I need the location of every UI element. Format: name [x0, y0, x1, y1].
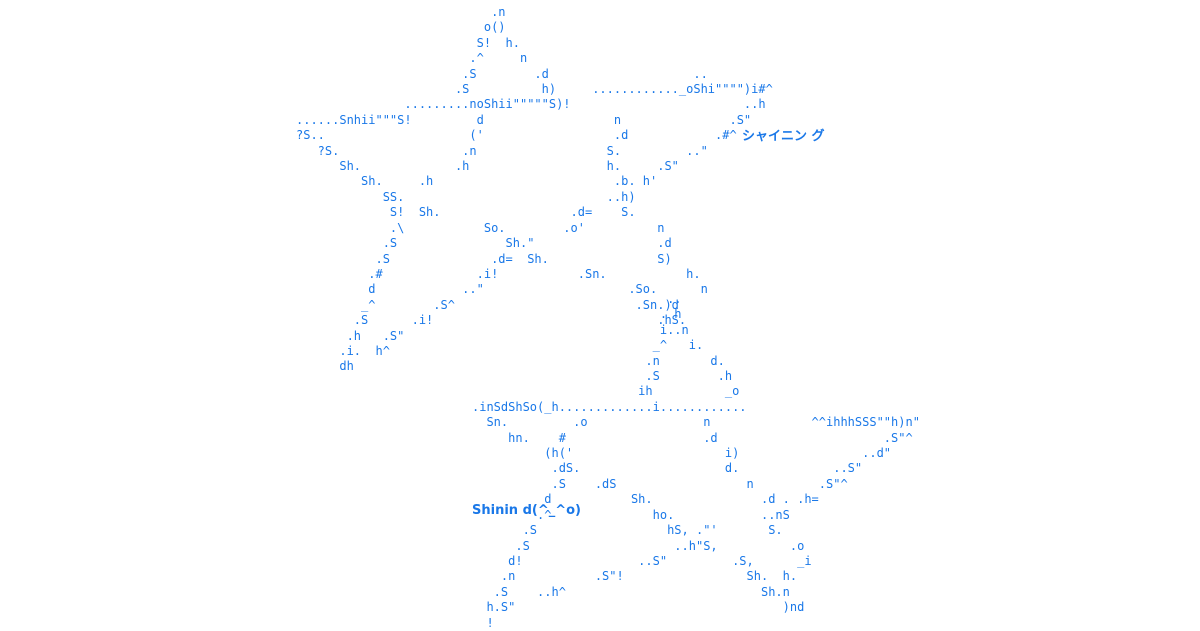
caption-shinin: Shinin d(^_^o)	[472, 503, 581, 518]
caption-katakana: シャイニン グ	[742, 129, 825, 144]
ascii-star-lower: .. . h i..n _^ i. .n d. .S .h ih	[472, 292, 920, 630]
ascii-star-upper: .n o() S! h. .^ n .S .d .. .S h) ...	[296, 5, 773, 374]
